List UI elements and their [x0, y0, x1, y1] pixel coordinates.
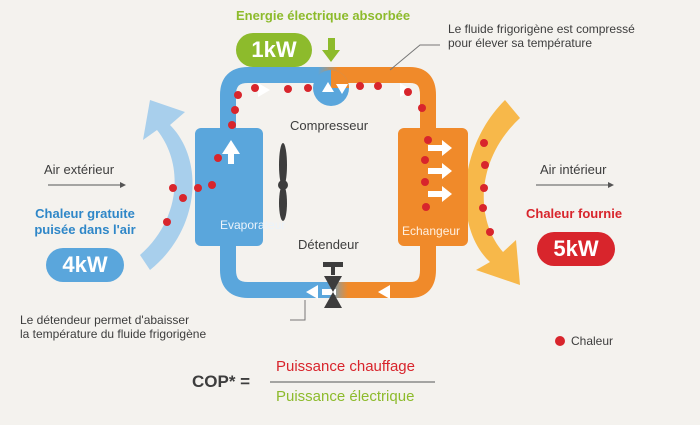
expander-icon [323, 262, 343, 308]
fan-icon [278, 143, 288, 221]
flow-arrow [378, 285, 390, 299]
flow-arrow [306, 285, 318, 299]
exchanger-arrows [428, 140, 452, 202]
expander-leader [290, 300, 306, 321]
exchanger-box [398, 128, 468, 246]
cop-numerator: Puissance chauffage [276, 358, 415, 375]
heat-out-value-badge: 5kW [537, 232, 615, 266]
air-interior-label: Air intérieur [540, 162, 607, 177]
free-heat-value-badge: 4kW [46, 248, 124, 282]
cop-denominator: Puissance électrique [276, 388, 415, 405]
exchanger-label: Echangeur [402, 224, 461, 238]
flow-arrow [258, 83, 270, 97]
evaporator-arrow [222, 140, 240, 164]
compress-note-line2: pour élever sa température [448, 36, 593, 50]
energy-arrow [322, 38, 340, 62]
flow-arrow-shaft [322, 289, 336, 295]
air-exterior-label: Air extérieur [44, 162, 115, 177]
cop-label: COP* = [192, 372, 251, 391]
energy-value-badge: 1kW [236, 33, 312, 67]
free-heat-arrow [140, 100, 193, 270]
heat-dots [163, 82, 494, 236]
compress-note-line1: Le fluide frigorigène est compressé [448, 22, 635, 36]
expander-label: Détendeur [298, 237, 359, 252]
heat-delivered-arrow [465, 100, 520, 285]
legend-dot [555, 336, 565, 346]
free-heat-line2: puisée dans l'air [34, 222, 136, 237]
legend-heat-label: Chaleur [571, 334, 614, 348]
free-heat-line1: Chaleur gratuite [35, 206, 135, 221]
evaporator-label: Evaporateur [220, 218, 286, 232]
expander-note-line2: la température du fluide frigorigène [20, 327, 207, 341]
evaporator-box [195, 128, 263, 246]
expander-note-line1: Le détendeur permet d'abaisser [20, 313, 190, 327]
heat-out-label: Chaleur fournie [526, 206, 623, 221]
compressor-label: Compresseur [290, 118, 369, 133]
energy-title: Energie électrique absorbée [236, 8, 411, 23]
compress-leader [389, 44, 440, 71]
